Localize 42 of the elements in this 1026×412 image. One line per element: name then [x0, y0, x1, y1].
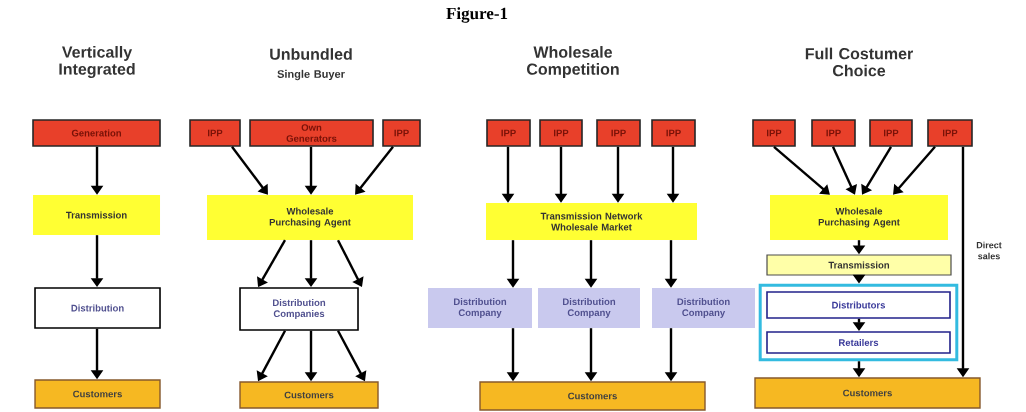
process-box: Distribution Company — [428, 288, 532, 328]
column-heading: Single Buyer — [277, 69, 345, 81]
customer-box: Customers — [239, 381, 379, 409]
generator-box: Own Generators — [249, 119, 374, 147]
generator-box: IPP — [382, 119, 421, 147]
generator-box: IPP — [486, 119, 531, 147]
generator-box: IPP — [651, 119, 696, 147]
arrow — [231, 146, 268, 195]
process-box: Wholesale Purchasing Agent — [207, 195, 413, 240]
generator-box: IPP — [869, 119, 913, 147]
generator-box: IPP — [539, 119, 583, 147]
process-box: Retailers — [766, 331, 951, 354]
customer-box: Customers — [34, 379, 161, 409]
arrow — [861, 146, 893, 195]
arrow — [893, 146, 936, 195]
process-box: Wholesale Purchasing Agent — [770, 195, 948, 240]
generator-box: IPP — [596, 119, 641, 147]
process-box: Distribution — [34, 287, 161, 329]
process-box: Distributors — [766, 291, 951, 319]
customer-box: Customers — [754, 377, 981, 409]
generator-box: IPP — [811, 119, 856, 147]
group-frame — [758, 283, 959, 362]
customer-box: Customers — [479, 381, 706, 411]
arrow — [355, 146, 394, 195]
process-box: Distribution Company — [538, 288, 640, 328]
generator-box: IPP — [927, 119, 973, 147]
column-heading: Full Costumer Choice — [805, 47, 913, 77]
generator-box: IPP — [189, 119, 241, 147]
process-box: Transmission Network Wholesale Market — [486, 203, 697, 240]
generator-box: IPP — [752, 119, 796, 147]
column-heading: Unbundled — [270, 48, 352, 60]
figure-title: Figure-1 — [446, 7, 508, 23]
process-box: Transmission — [766, 254, 952, 276]
column-heading: Wholesale Competition — [527, 46, 619, 78]
edge-label: Direct sales — [976, 241, 1002, 260]
generator-box: Generation — [32, 119, 161, 147]
process-box: Distribution Companies — [239, 287, 359, 331]
arrow — [773, 145, 830, 195]
column-heading: Vertically Integrated — [59, 46, 135, 78]
process-box: Transmission — [33, 195, 160, 235]
process-box: Distribution Company — [652, 288, 755, 328]
arrow — [831, 146, 857, 195]
